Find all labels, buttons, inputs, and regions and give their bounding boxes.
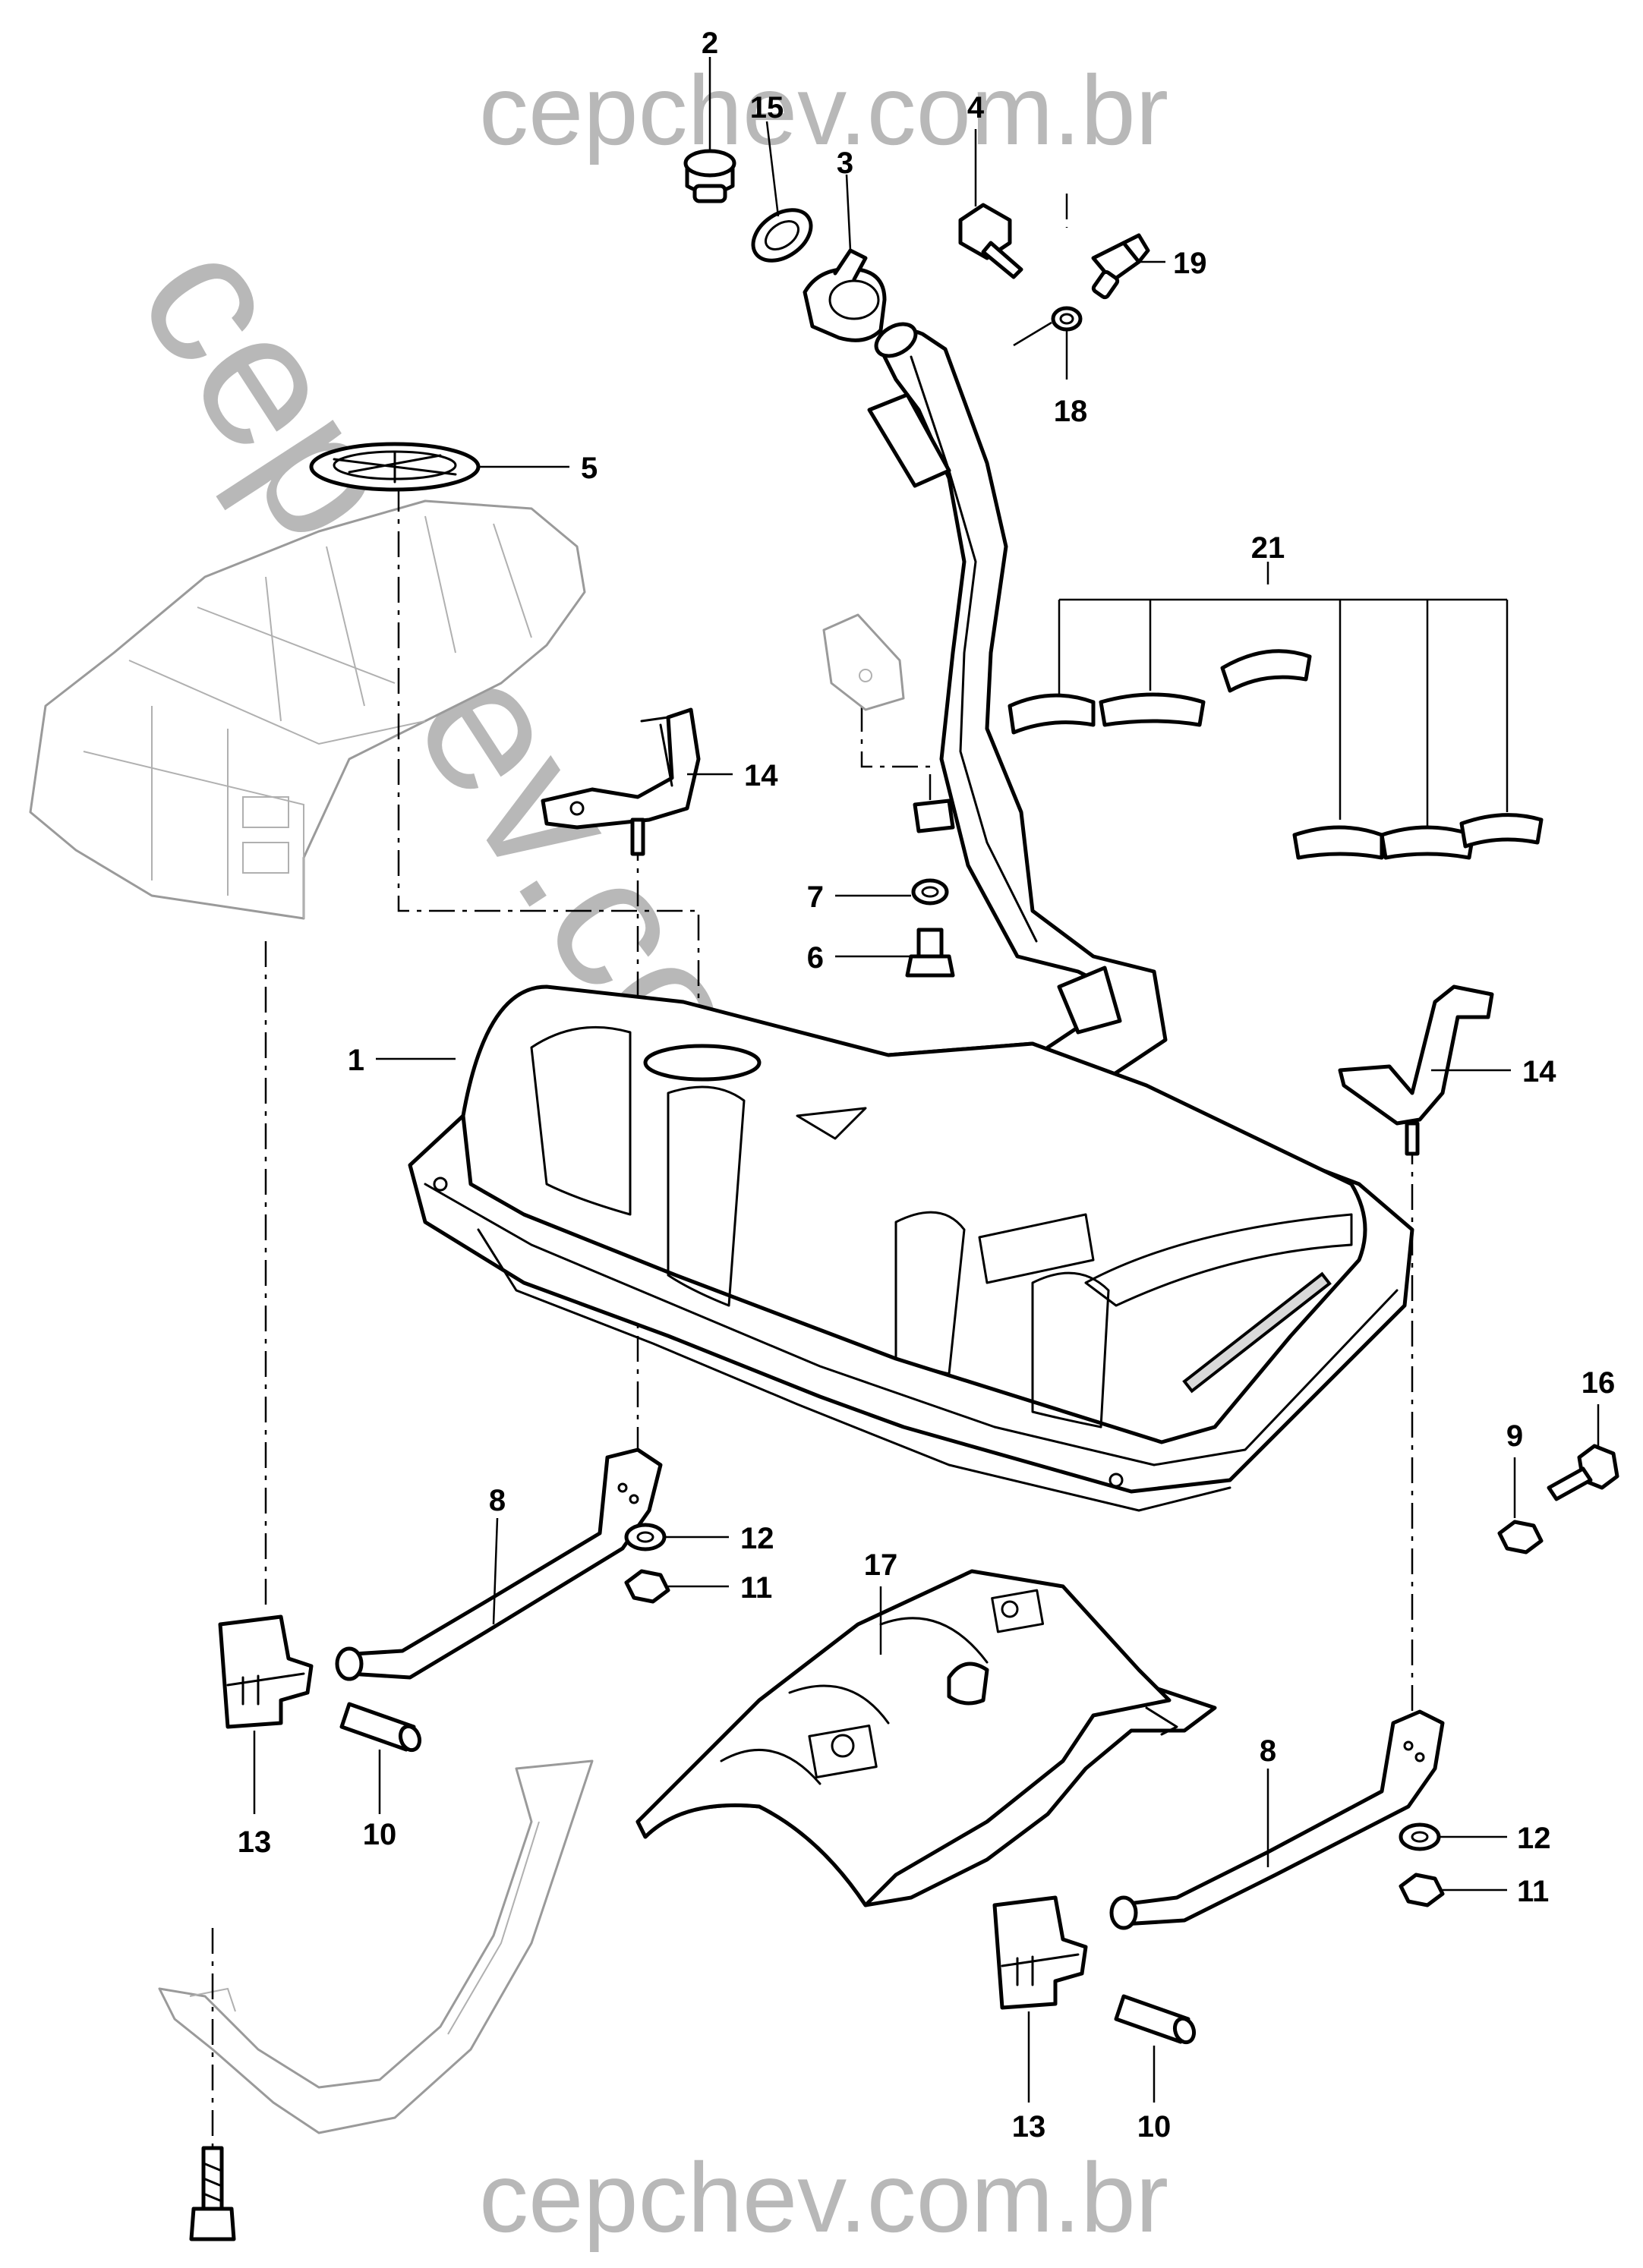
part-13-block-left (218, 1614, 314, 1729)
part-3-filler-bracket (803, 248, 887, 342)
callout-15: 15 (750, 91, 784, 124)
callout-8-right: 8 (1260, 1734, 1276, 1768)
part-10-spacer-left (339, 1702, 422, 1753)
part-21-pads (1008, 562, 1544, 860)
callout-10-right: 10 (1137, 2110, 1172, 2144)
part-2-filler-cap (683, 149, 736, 203)
part-19-vent-valve (1091, 233, 1150, 300)
part-14-bracket-left (541, 707, 701, 856)
part-9-nut (1497, 1520, 1544, 1555)
callout-12-left: 12 (740, 1522, 774, 1555)
part-11-nut-left (624, 1569, 670, 1604)
part-12-washer-left (624, 1523, 667, 1551)
part-1-fuel-tank (408, 984, 1414, 1512)
callout-4: 4 (967, 91, 985, 124)
part-10-spacer-right (1114, 1994, 1197, 2045)
part-11-nut-right (1399, 1873, 1445, 1907)
part-8-strap-left (335, 1447, 663, 1681)
callout-9: 9 (1506, 1419, 1523, 1453)
watermark-bottom: cepchev.com.br (479, 2142, 1168, 2253)
callout-1: 1 (348, 1044, 364, 1077)
callout-3: 3 (837, 146, 853, 180)
callout-8-left: 8 (489, 1484, 506, 1517)
callout-14-left: 14 (744, 759, 778, 792)
callout-19: 19 (1173, 247, 1207, 280)
callout-10-left: 10 (363, 1818, 397, 1851)
callout-leaders (253, 57, 1600, 2103)
part-7-washer (911, 878, 949, 906)
callout-11-left: 11 (740, 1571, 772, 1605)
callout-6: 6 (807, 941, 824, 975)
rear-strap-bolt (189, 2146, 236, 2241)
callout-13-right: 13 (1012, 2110, 1046, 2144)
part-4-bolt (958, 203, 1023, 279)
callout-2: 2 (702, 27, 718, 60)
part-6-bolt (905, 928, 955, 978)
part-12-washer-right (1399, 1822, 1441, 1851)
callout-labels: 2 15 3 4 19 18 5 21 14 7 6 1 14 16 9 8 1… (238, 27, 1616, 2144)
part-16-bolt (1547, 1444, 1619, 1501)
callout-7: 7 (807, 880, 824, 914)
part-5-pump-seal (309, 442, 481, 492)
callout-17: 17 (864, 1548, 898, 1582)
vent-bracket-ghost (822, 613, 905, 711)
filler-neck-pipe (867, 322, 1168, 1095)
callout-21: 21 (1251, 531, 1285, 565)
part-13-block-right (992, 1895, 1088, 2010)
rear-strap-ghost (158, 1759, 594, 2134)
part-15-seal-ring (751, 208, 813, 263)
part-8-strap-right (1109, 1709, 1445, 1930)
callout-13-left: 13 (238, 1825, 272, 1859)
part-17-heat-shield (635, 1569, 1217, 1907)
callout-12-right: 12 (1517, 1822, 1551, 1855)
pipe-clip (913, 799, 955, 833)
watermark-top: cepchev.com.br (479, 55, 1168, 165)
callout-16: 16 (1582, 1366, 1616, 1400)
callout-11-right: 11 (1517, 1875, 1549, 1908)
part-14-bracket-right (1338, 984, 1494, 1156)
callout-14-right: 14 (1522, 1055, 1556, 1088)
callout-5: 5 (581, 452, 598, 485)
body-floor-ghost (29, 499, 586, 920)
part-18-grommet (1051, 306, 1083, 332)
callout-18: 18 (1054, 395, 1088, 428)
